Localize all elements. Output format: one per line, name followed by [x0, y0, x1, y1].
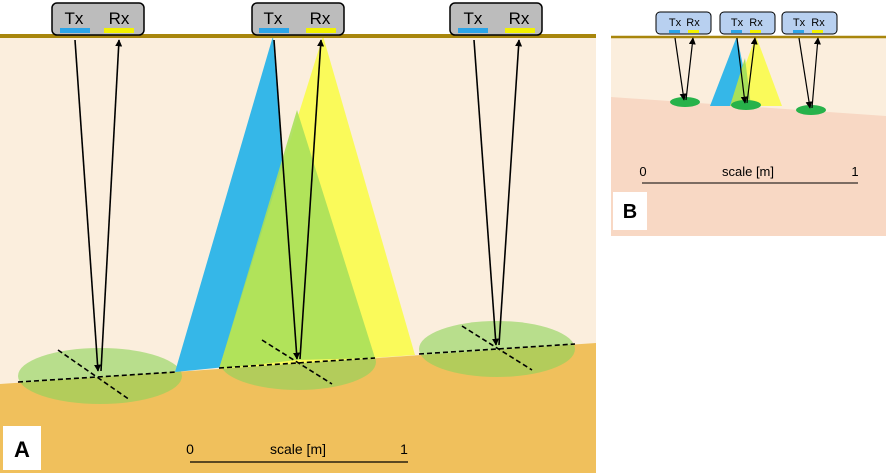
ray-up-middle — [746, 37, 758, 104]
ray-down-left — [674, 37, 687, 101]
ray-down-right — [798, 37, 813, 109]
tx-label: Tx — [793, 17, 806, 29]
sensor-left: Tx Rx — [655, 11, 712, 35]
interface-dashed-right — [418, 343, 576, 355]
panel-a: Tx Rx Tx Rx Tx Rx 0 scale [m] 1 A — [0, 2, 596, 473]
sensor-right: Tx Rx — [449, 2, 543, 36]
scale-title: scale [m] — [270, 441, 326, 457]
scale-end-label: 1 — [851, 164, 858, 179]
beam-overlap — [730, 58, 751, 106]
ray-up-middle — [299, 39, 325, 360]
rx-antenna-bar — [688, 30, 699, 33]
footprint-axis-dashed-middle — [261, 339, 333, 385]
interface-dashed-left — [17, 371, 177, 383]
rx-antenna-bar — [812, 30, 823, 33]
rx-label: Rx — [749, 17, 763, 29]
ray-up-left — [100, 39, 123, 372]
tx-label: Tx — [65, 9, 84, 28]
scale-start-label: 0 — [639, 164, 646, 179]
tx-antenna-bar — [793, 30, 804, 33]
soil-layer — [611, 97, 886, 236]
sensor-left: Tx Rx — [51, 2, 145, 36]
footprint-axis-dashed-right — [461, 325, 533, 371]
panel-letter: A — [14, 437, 30, 462]
scale-bar-b: 0 scale [m] 1 — [639, 164, 859, 184]
rx-antenna-bar — [104, 28, 134, 33]
sensor-box — [51, 2, 145, 36]
rx-antenna-bar — [306, 28, 336, 33]
rx-antenna-bar — [750, 30, 761, 33]
tx-label: Tx — [731, 17, 744, 29]
sensor-box — [781, 11, 838, 35]
ray-down-left — [74, 39, 102, 372]
tx-label: Tx — [464, 9, 483, 28]
footprint-ellipse-left — [18, 348, 182, 404]
scale-title: scale [m] — [722, 164, 774, 179]
beam-overlap — [219, 110, 375, 369]
sensor-right: Tx Rx — [781, 11, 838, 35]
ray-down-right — [473, 39, 500, 346]
footprint-axis-dashed-left — [57, 349, 131, 401]
rx-label: Rx — [310, 9, 331, 28]
tx-antenna-bar — [731, 30, 742, 33]
sensor-box — [719, 11, 776, 35]
footprint-ellipse-middle — [731, 100, 761, 110]
footprint-ellipse-right — [796, 105, 826, 115]
scale-start-label: 0 — [186, 441, 194, 457]
rx-label: Rx — [686, 17, 700, 29]
ray-up-left — [685, 37, 696, 101]
ray-down-middle — [273, 39, 301, 360]
ray-down-middle — [736, 37, 748, 104]
rx-label: Rx — [109, 9, 130, 28]
tx-antenna-bar — [669, 30, 680, 33]
tx-antenna-bar — [60, 28, 90, 33]
tx-antenna-bar — [259, 28, 289, 33]
rx-label: Rx — [811, 17, 825, 29]
ray-up-right — [498, 39, 523, 346]
panel-letter-box — [3, 426, 41, 470]
ray-up-right — [811, 37, 821, 109]
sensor-box — [655, 11, 712, 35]
rx-antenna-bar — [505, 28, 535, 33]
interface-dashed-middle — [218, 357, 376, 369]
tx-antenna-bar — [458, 28, 488, 33]
scale-end-label: 1 — [400, 441, 408, 457]
panel-letter: B — [623, 201, 637, 223]
panel-b: Tx Rx Tx Rx Tx Rx 0 scale [m] 1 B — [611, 11, 886, 236]
rx-label: Rx — [509, 9, 530, 28]
sensor-middle: Tx Rx — [251, 2, 345, 36]
sensor-box — [251, 2, 345, 36]
sensor-box — [449, 2, 543, 36]
panel-letter-box — [613, 192, 647, 230]
footprint-ellipse-right — [419, 321, 575, 377]
tx-label: Tx — [264, 9, 283, 28]
footprint-ellipse-left — [670, 97, 700, 107]
tx-label: Tx — [669, 17, 682, 29]
scale-bar-a: 0 scale [m] 1 — [186, 441, 408, 463]
sensor-middle: Tx Rx — [719, 11, 776, 35]
